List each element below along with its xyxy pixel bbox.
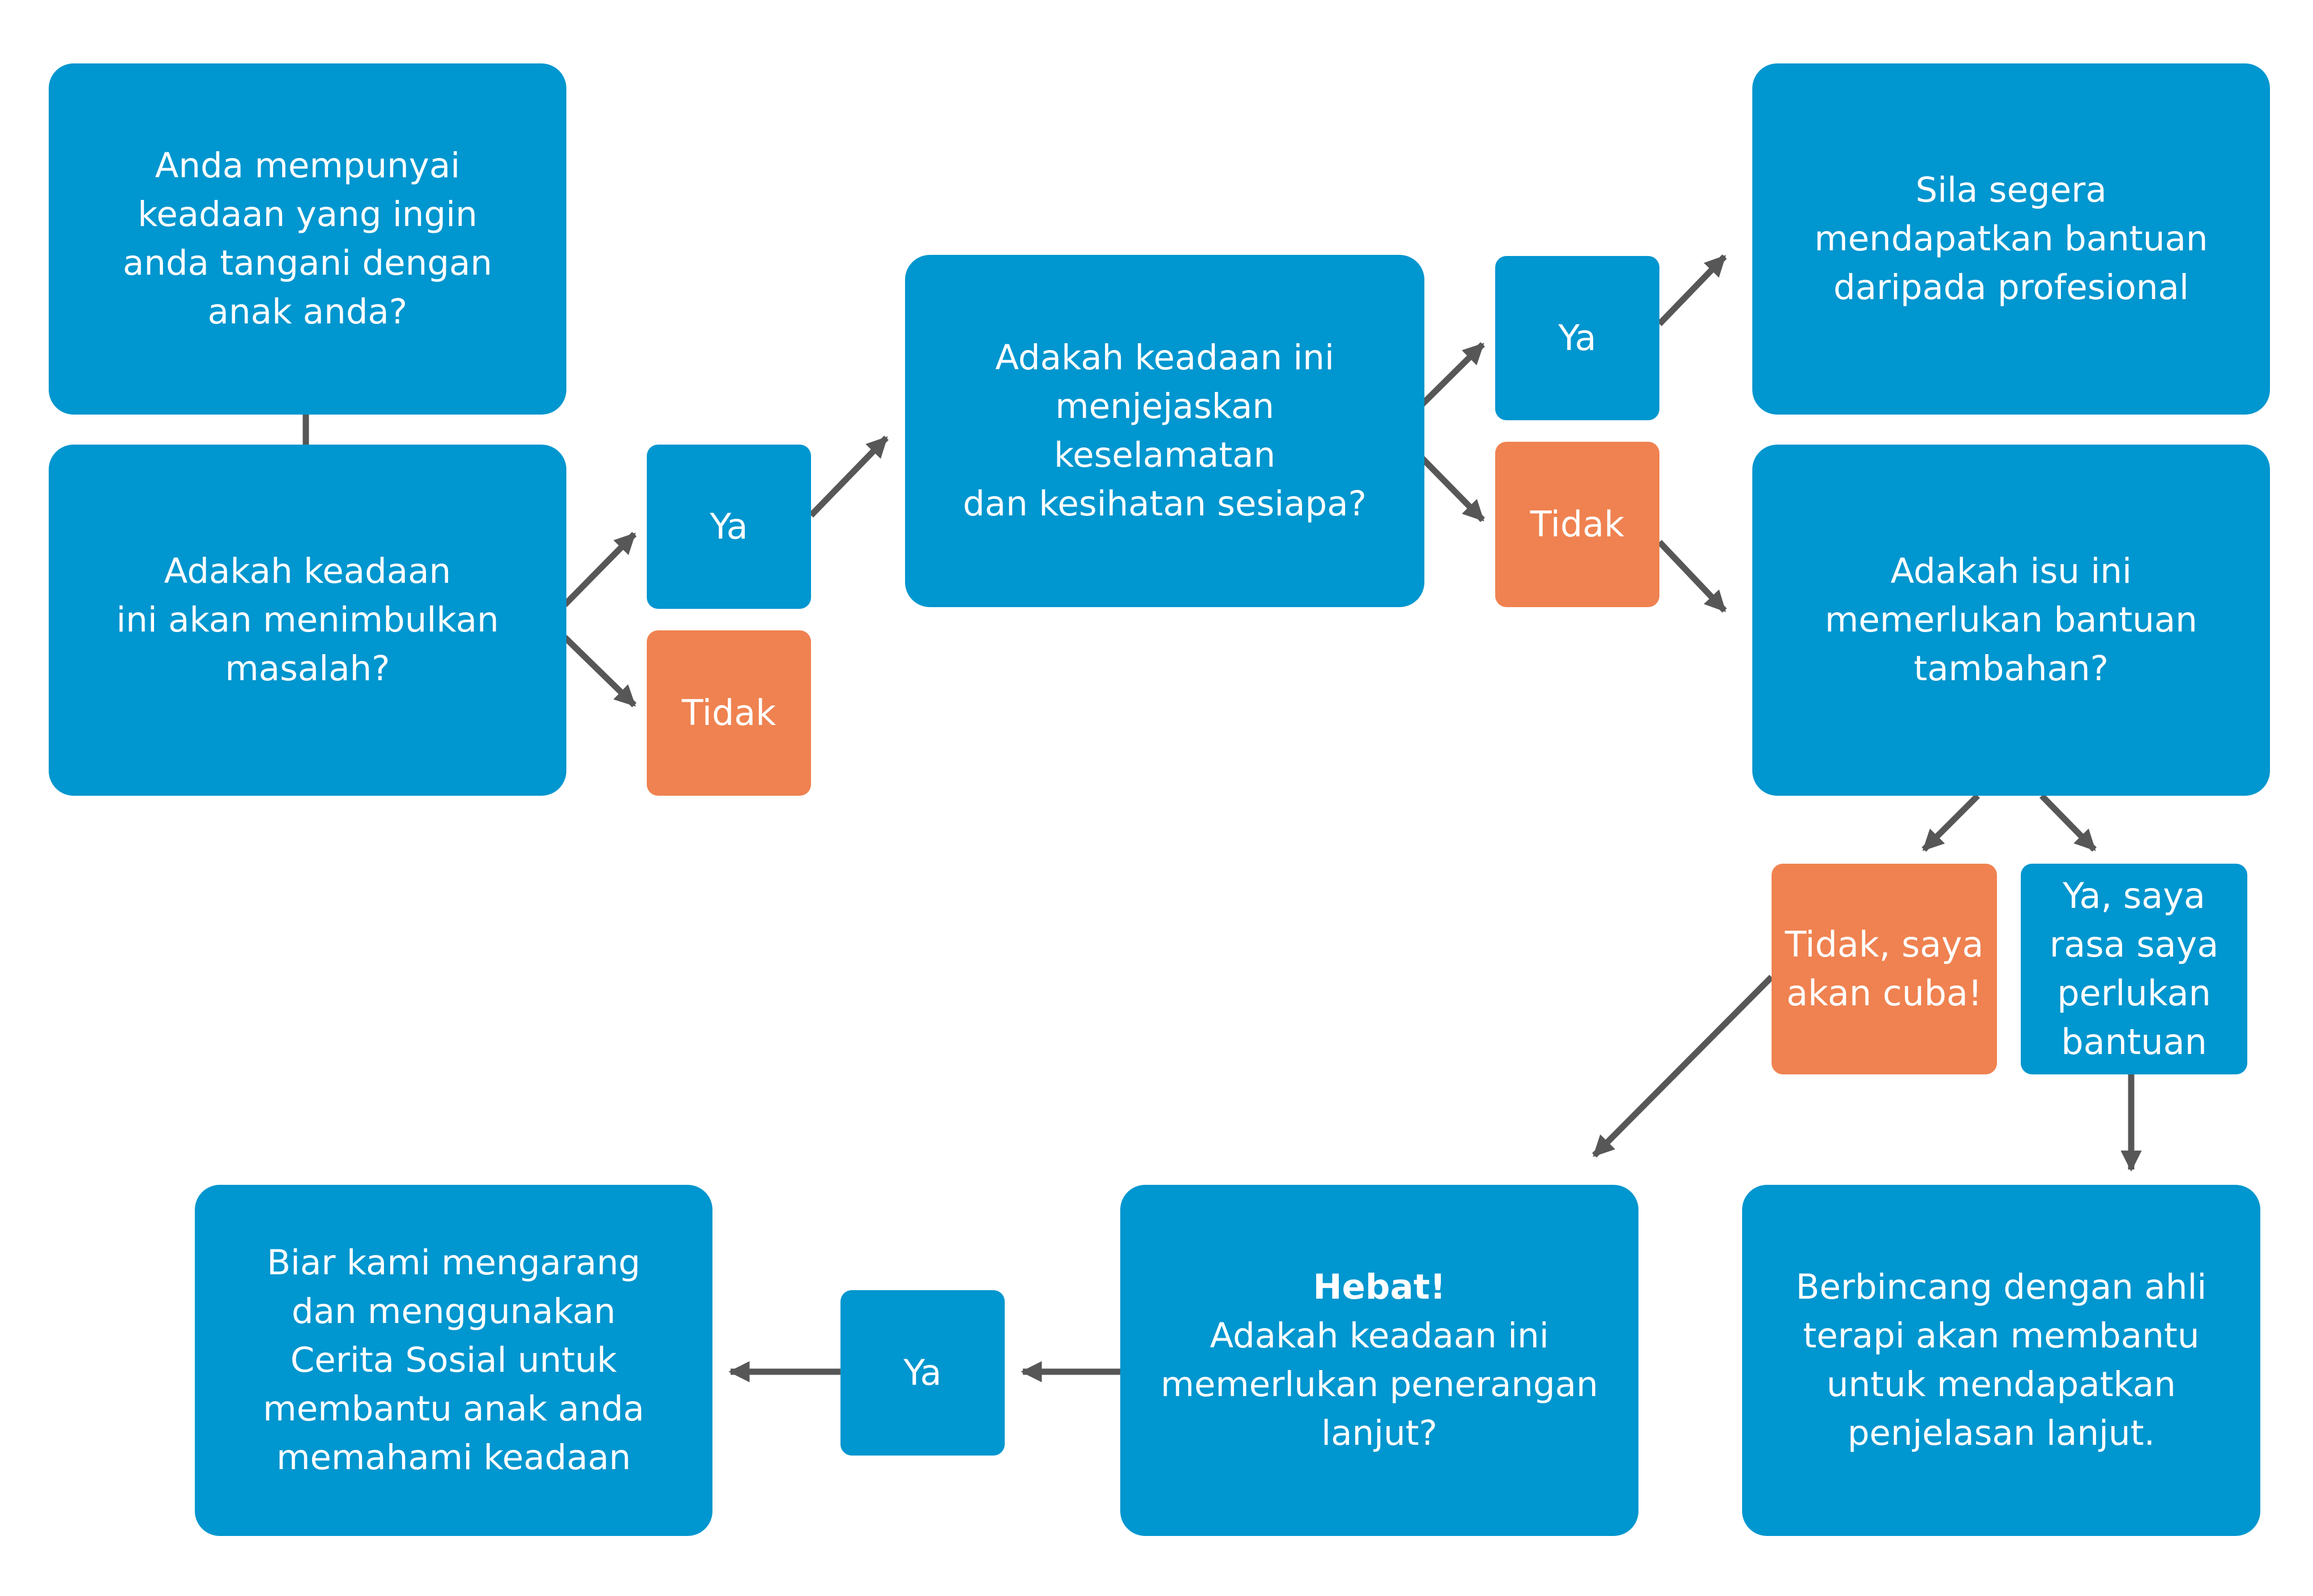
extra-help-question-text: Adakah isu ini memerlukan bantuan tambah… <box>1825 551 2197 689</box>
arrow-extra-help-to-no <box>1922 793 1980 852</box>
arrow-safety-to-no <box>1419 455 1485 522</box>
problem-yes-label: Ya <box>710 506 748 547</box>
problem-question-text: Adakah keadaan ini akan menimbulkan masa… <box>116 551 499 689</box>
help-no-box: Tidak, saya akan cuba! <box>1772 864 1997 1074</box>
arrow-safety-to-yes <box>1419 342 1485 407</box>
safety-no-label: Tidak <box>1530 503 1625 545</box>
safety-yes-box: Ya <box>1495 256 1659 420</box>
safety-question-text: Adakah keadaan ini menjejaskan keselamat… <box>963 338 1367 524</box>
safety-no-box: Tidak <box>1495 442 1659 607</box>
arrow-problem-to-yes <box>562 532 637 607</box>
problem-no-label: Tidak <box>681 692 776 733</box>
explain-question-box: Hebat! Adakah keadaan ini memerlukan pen… <box>1120 1185 1638 1536</box>
help-yes-box: Ya, saya rasa saya perlukan bantuan <box>2021 864 2247 1074</box>
arrow-yes-to-professional <box>1657 254 1727 326</box>
professional-help-box: Sila segera mendapatkan bantuan daripada… <box>1752 63 2270 415</box>
problem-question-box: Adakah keadaan ini akan menimbulkan masa… <box>49 445 566 796</box>
explain-yes-label: Ya <box>903 1352 942 1393</box>
arrow-no-to-extra-help <box>1657 540 1727 613</box>
extra-help-question-box: Adakah isu ini memerlukan bantuan tambah… <box>1752 445 2270 796</box>
help-no-label: Tidak, saya akan cuba! <box>1785 924 1984 1014</box>
arrow-extra-help-to-yes <box>2039 793 2097 852</box>
social-story-text: Biar kami mengarang dan menggunakan Ceri… <box>263 1243 645 1478</box>
professional-help-text: Sila segera mendapatkan bantuan daripada… <box>1814 170 2208 308</box>
help-yes-label: Ya, saya rasa saya perlukan bantuan <box>2049 875 2219 1062</box>
start-question-box: Anda mempunyai keadaan yang ingin anda t… <box>49 63 566 415</box>
arrow-yes-to-safety <box>809 436 889 518</box>
arrow-help-no-to-great <box>1592 975 1774 1158</box>
explain-question-text: Adakah keadaan ini memerlukan penerangan… <box>1160 1316 1598 1453</box>
therapist-box: Berbincang dengan ahli terapi akan memba… <box>1742 1185 2260 1536</box>
great-title: Hebat! <box>1313 1267 1446 1307</box>
problem-yes-box: Ya <box>647 445 811 609</box>
therapist-text: Berbincang dengan ahli terapi akan memba… <box>1795 1267 2207 1453</box>
start-question-text: Anda mempunyai keadaan yang ingin anda t… <box>122 146 493 332</box>
arrow-problem-to-no <box>562 635 637 707</box>
safety-question-box: Adakah keadaan ini menjejaskan keselamat… <box>905 255 1424 607</box>
problem-no-box: Tidak <box>647 630 811 796</box>
explain-yes-box: Ya <box>840 1290 1005 1456</box>
safety-yes-label: Ya <box>1558 317 1597 359</box>
social-story-box: Biar kami mengarang dan menggunakan Ceri… <box>195 1185 712 1536</box>
